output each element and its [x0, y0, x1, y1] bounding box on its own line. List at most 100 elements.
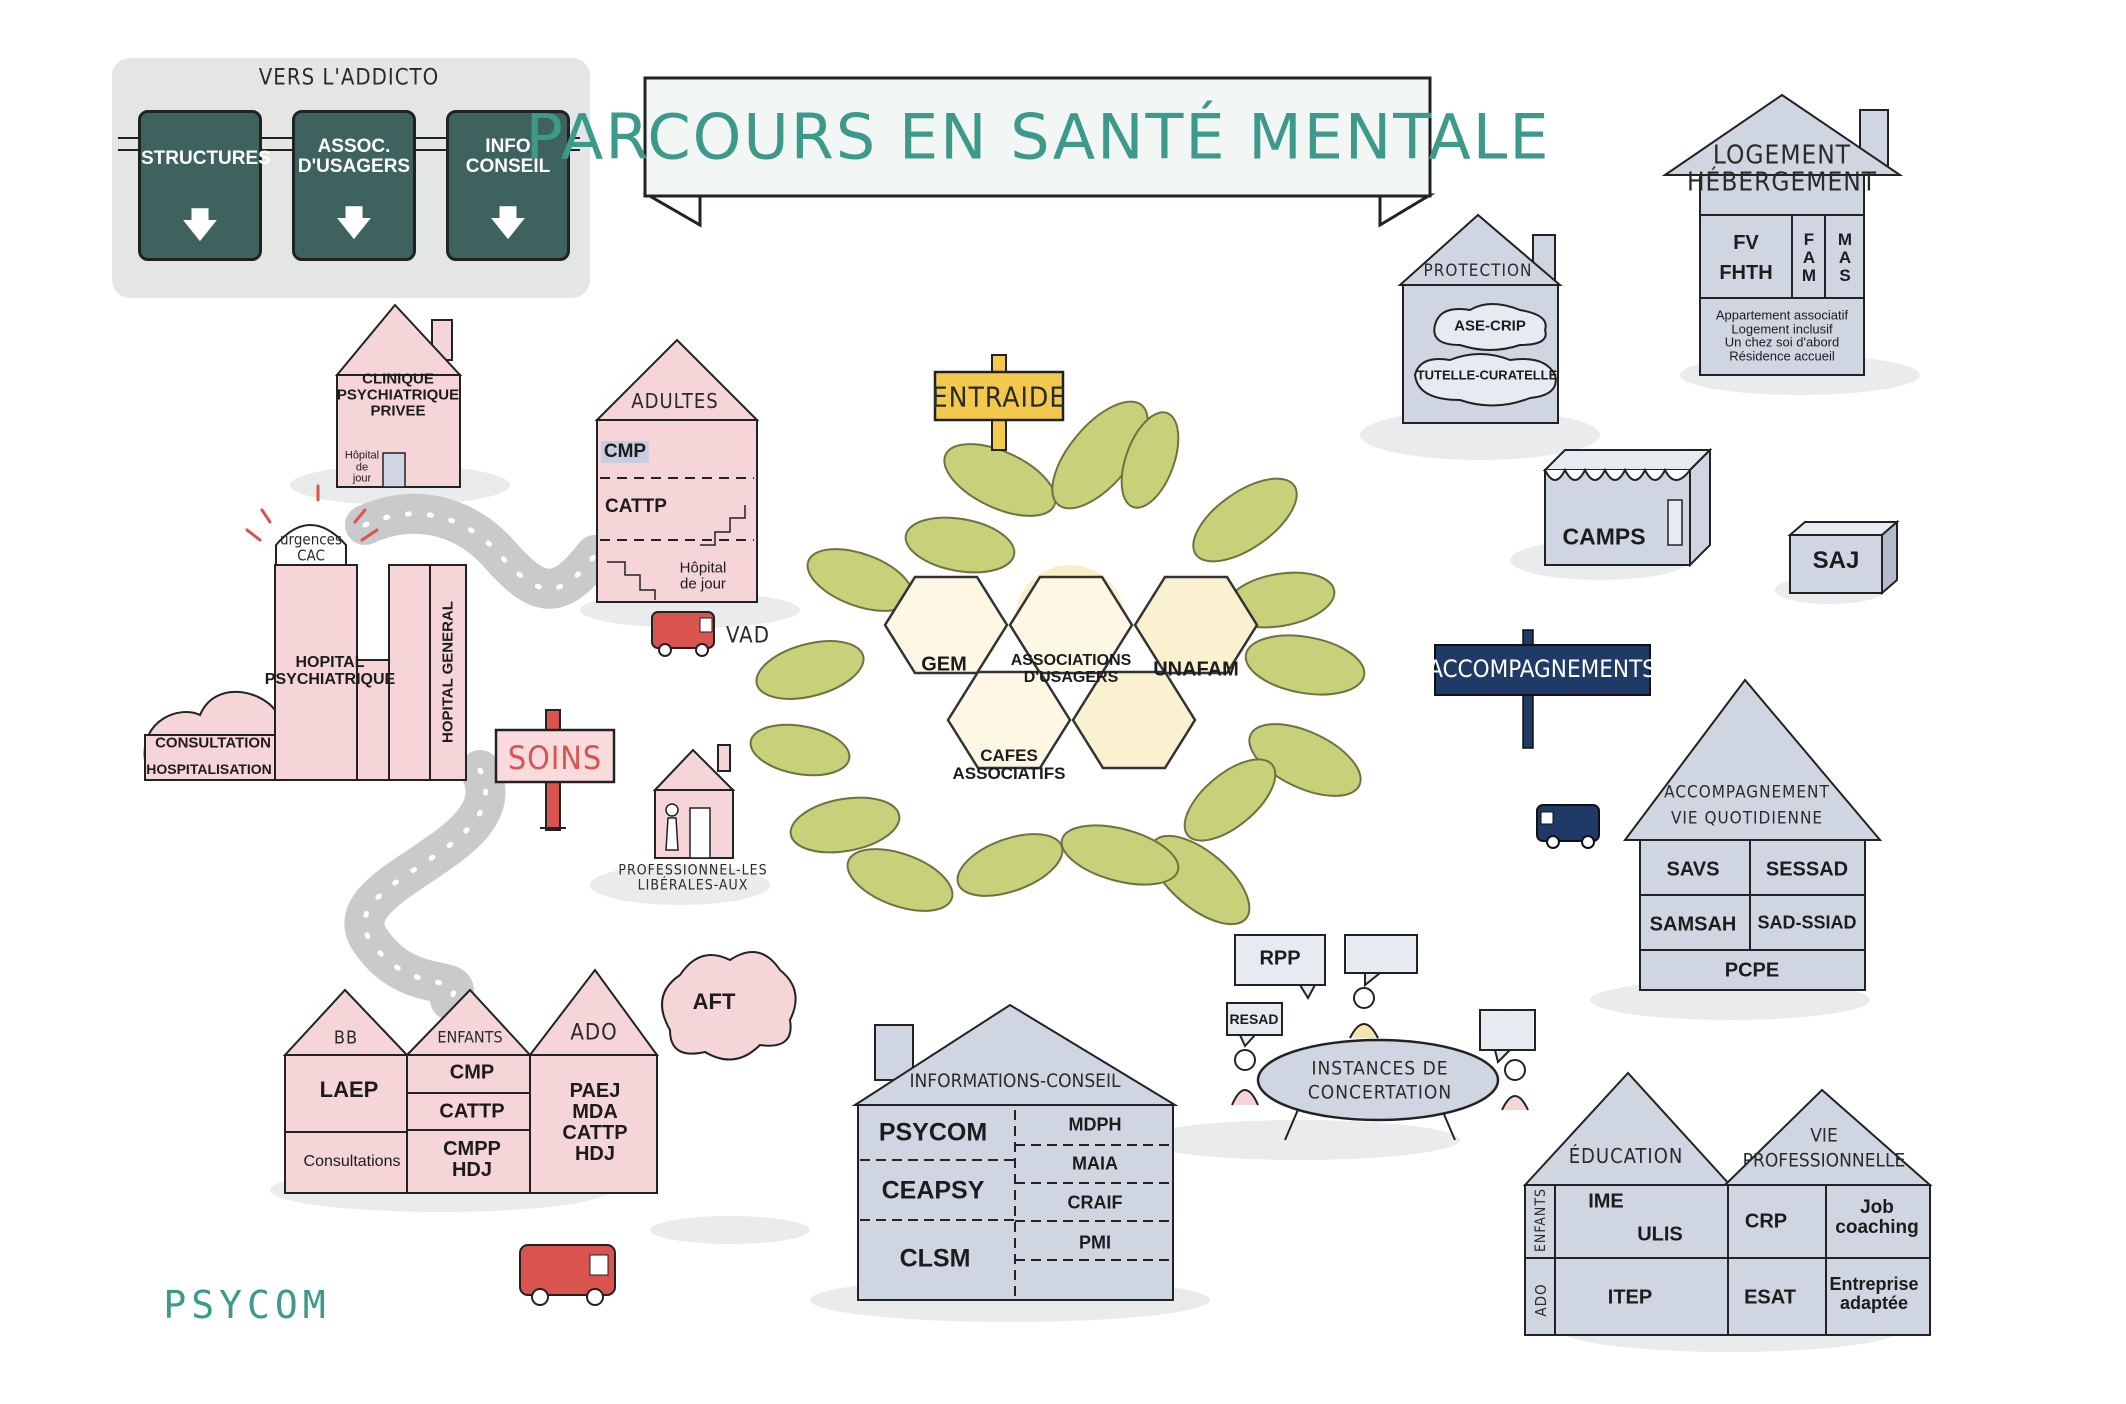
accompagnements-label: ACCOMPAGNEMENTS	[1428, 655, 1656, 683]
bottom-van	[519, 1244, 616, 1306]
roads	[344, 493, 615, 1020]
enfants-cmp: CMP	[449, 1061, 495, 1084]
saj-label: SAJ	[1812, 547, 1860, 574]
resad-label: RESAD	[1229, 1011, 1279, 1027]
entreprise-adaptee-label: Entreprise adaptée	[1829, 1274, 1919, 1313]
esat-label: ESAT	[1744, 1286, 1796, 1309]
samsah-label: SAMSAH	[1649, 913, 1737, 936]
addicto-assoc-label: ASSOC. D'USAGERS	[297, 136, 411, 177]
liberaux-house	[652, 744, 736, 859]
entraide-label: ENTRAIDE	[931, 380, 1067, 414]
education-enfants: ENFANTS	[1533, 1187, 1549, 1253]
soins-label: SOINS	[507, 739, 603, 777]
title-banner	[642, 76, 1436, 228]
enfants-cmpp-hdj: CMPP HDJ	[443, 1138, 501, 1181]
consultations-label: Consultations	[303, 1153, 401, 1170]
liberaux-label: PROFESSIONNEL-LES LIBÉRALES-AUX	[618, 862, 768, 893]
bb-title: BB	[333, 1027, 359, 1049]
vie-pro-title: VIE PROFESSIONNELLE	[1742, 1124, 1906, 1171]
tutelle-label: TUTELLE-CURATELLE	[1416, 367, 1558, 383]
entraide-leaves	[749, 400, 1366, 926]
instances-title: INSTANCES DE CONCERTATION	[1307, 1057, 1453, 1103]
crp-label: CRP	[1744, 1210, 1788, 1233]
info-clsm: CLSM	[899, 1244, 971, 1273]
camps-tent	[1542, 447, 1713, 568]
clinique-house	[334, 303, 463, 488]
protection-title: PROTECTION	[1423, 261, 1533, 281]
vad-label: VAD	[726, 623, 770, 649]
accompagnements-sign	[1434, 629, 1651, 749]
navy-van	[1536, 804, 1600, 849]
clinique-hdj: Hôpital de jour	[344, 449, 380, 485]
education-title: ÉDUCATION	[1568, 1144, 1684, 1168]
adultes-hdj: Hôpital de jour	[679, 559, 727, 592]
ado-title: ADO	[570, 1020, 618, 1046]
arrow-down-icon: 🡇	[336, 203, 372, 242]
logement-fam: F A M	[1801, 230, 1817, 285]
addicto-structures-button[interactable]: STRUCTURES 🡇	[138, 110, 271, 261]
protection-house	[1397, 213, 1563, 424]
addicto-info-button[interactable]: INFO CONSEIL 🡇	[446, 110, 570, 261]
hospitalisation-label: HOSPITALISATION	[146, 761, 272, 777]
info-conseil-title: INFORMATIONS-CONSEIL	[909, 1070, 1121, 1092]
adultes-cmp: CMP	[600, 441, 650, 463]
urgences-label: urgences CAC	[279, 530, 343, 564]
psycom-logo: PSYCOM	[163, 1283, 331, 1327]
adultes-cattp: CATTP	[605, 496, 667, 517]
adultes-house	[594, 338, 760, 603]
education-houses	[1522, 1071, 1933, 1336]
job-coaching-label: Job coaching	[1835, 1197, 1919, 1238]
ulis-label: ULIS	[1637, 1223, 1683, 1246]
ase-crip-label: ASE-CRIP	[1454, 317, 1526, 335]
vad-van	[651, 611, 715, 657]
arrow-down-icon: 🡇	[182, 205, 218, 244]
rpp-label: RPP	[1259, 947, 1301, 970]
aft-cloud	[661, 951, 797, 1061]
logement-mas: M A S	[1837, 230, 1853, 285]
hex-gem: GEM	[921, 653, 967, 676]
soins-sign	[494, 709, 616, 831]
arrow-down-icon: 🡇	[490, 203, 526, 242]
sessad-label: SESSAD	[1765, 858, 1849, 881]
hopital-psy-label: HOPITAL PSYCHIATRIQUE	[264, 654, 396, 688]
clinique-title: CLINIQUE PSYCHIATRIQUE PRIVEE	[336, 370, 460, 419]
itep-label: ITEP	[1607, 1286, 1653, 1309]
entraide-sign	[933, 354, 1065, 451]
ime-label: IME	[1588, 1190, 1624, 1213]
hex-unafam: UNAFAM	[1153, 658, 1239, 681]
camps-label: CAMPS	[1562, 523, 1646, 550]
sadssiad-label: SAD-SSIAD	[1757, 912, 1857, 933]
addicto-assoc-button[interactable]: ASSOC. D'USAGERS 🡇	[292, 110, 416, 261]
info-conseil-house	[851, 1003, 1179, 1301]
vie-quotidienne-house	[1623, 678, 1883, 991]
logement-fv: FV FHTH	[1719, 232, 1773, 284]
enfance-houses	[282, 968, 659, 1194]
adultes-title: ADULTES	[631, 389, 719, 413]
hex-cafes: CAFES ASSOCIATIFS	[952, 746, 1066, 783]
info-pmi: PMI	[1078, 1232, 1112, 1253]
enfants-cattp: CATTP	[439, 1100, 505, 1123]
enfants-title: ENFANTS	[437, 1027, 503, 1047]
info-craif: CRAIF	[1067, 1192, 1123, 1213]
addicto-title: VERS L'ADDICTO	[258, 65, 440, 91]
pcpe-label: PCPE	[1724, 959, 1780, 982]
addicto-structures-label: STRUCTURES	[141, 148, 271, 169]
aft-label: AFT	[692, 989, 736, 1014]
logement-house	[1661, 93, 1904, 376]
education-ado: ADO	[1532, 1283, 1550, 1317]
laep-label: LAEP	[319, 1077, 379, 1102]
vie-quotidienne-title: ACCOMPAGNEMENT VIE QUOTIDIENNE	[1664, 782, 1830, 829]
savs-label: SAVS	[1666, 858, 1720, 881]
logement-title: LOGEMENT HÉBERGEMENT	[1686, 140, 1878, 198]
page-title: PARCOURS EN SANTÉ MENTALE	[525, 100, 1551, 174]
logement-list: Appartement associatif Logement inclusif…	[1715, 307, 1849, 364]
info-ceapsy: CEAPSY	[881, 1176, 985, 1205]
info-mdph: MDPH	[1068, 1114, 1122, 1135]
info-psycom: PSYCOM	[878, 1118, 988, 1147]
info-maia: MAIA	[1072, 1153, 1118, 1174]
hopital-general-label: HOPITAL GENERAL	[439, 601, 457, 743]
addicto-info-label: INFO CONSEIL	[465, 136, 551, 177]
entraide-hexagons	[883, 565, 1259, 770]
ado-list: PAEJ MDA CATTP HDJ	[562, 1080, 628, 1165]
